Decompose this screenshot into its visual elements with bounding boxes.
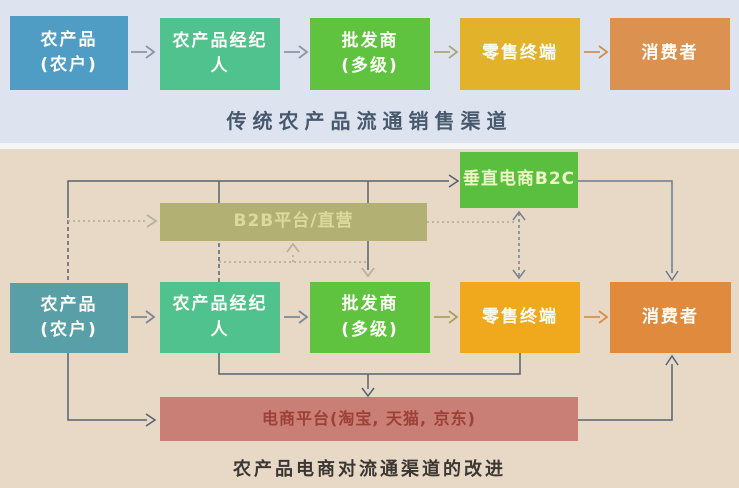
node-bottom-consumer: 消费者 [610, 282, 731, 353]
node-bottom-broker: 农产品经纪 人 [160, 282, 280, 353]
node-ecommerce-platform: 电商平台(淘宝, 天猫, 京东) [160, 397, 578, 441]
node-top-retail: 零售终端 [460, 18, 580, 90]
top-caption: 传统农产品流通销售渠道 [226, 109, 513, 133]
node-top-broker: 农产品经纪 人 [160, 18, 280, 90]
node-top-producer: 农产品 (农户) [10, 16, 128, 90]
section-divider [0, 143, 739, 149]
node-b2b-platform: B2B平台/直营 [160, 203, 427, 241]
bottom-caption: 农产品电商对流通渠道的改进 [233, 459, 506, 480]
node-bottom-producer: 农产品 (农户) [10, 283, 128, 353]
node-bottom-wholesaler: 批发商 (多级) [310, 282, 430, 353]
node-top-wholesaler: 批发商 (多级) [310, 18, 430, 90]
node-vertical-b2c: 垂直电商B2C [460, 152, 578, 208]
node-top-consumer: 消费者 [610, 18, 730, 90]
node-bottom-retail: 零售终端 [460, 282, 580, 353]
